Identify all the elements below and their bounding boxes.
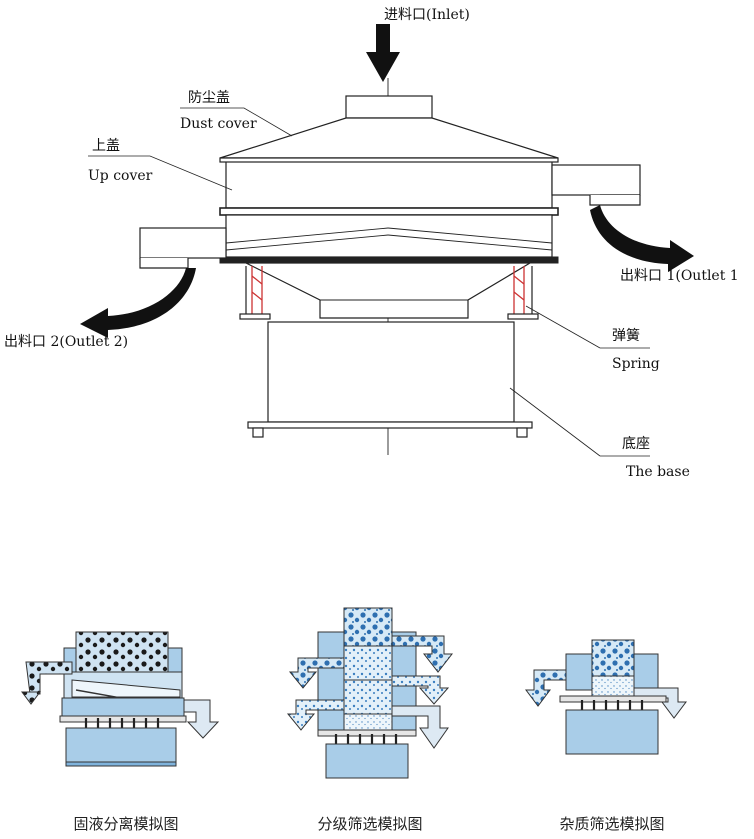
outlet1-label: 出料口 1(Outlet 1: [620, 268, 739, 284]
base-foot: [247, 421, 533, 429]
impurity-simulation: [525, 639, 687, 755]
dust-cover-label-en: Dust cover: [180, 116, 257, 132]
spring-right: [513, 266, 525, 314]
lower-flange: [219, 256, 559, 264]
caption-solid-liquid: 固液分离模拟图: [73, 815, 178, 833]
under-frame: [245, 262, 533, 319]
outlet1-arrow: [590, 205, 694, 272]
upper-flange: [219, 207, 559, 216]
machine-drawing: [139, 78, 641, 455]
dust-cover-label-cn: 防尘盖: [188, 90, 230, 106]
outlet2-arrow: [80, 268, 196, 338]
middle-frame: [225, 214, 553, 258]
up-cover: [225, 157, 553, 209]
outlet1-spout: [551, 164, 641, 196]
outlet2-label: 出料口 2(Outlet 2): [4, 334, 128, 350]
base-body: [267, 321, 515, 423]
spring-label-en: Spring: [612, 356, 660, 372]
base-label-en: The base: [626, 464, 690, 480]
solid-liquid-simulation: [21, 631, 220, 767]
caption-grading: 分级筛选模拟图: [317, 815, 422, 833]
spring-left: [251, 266, 263, 314]
outlet2-spout: [139, 227, 227, 259]
spring-label-cn: 弹簧: [612, 328, 640, 344]
inlet-label: 进料口(Inlet): [384, 7, 470, 23]
inlet-neck: [345, 95, 433, 119]
grading-simulation: [286, 607, 454, 779]
inlet-arrow: [366, 24, 400, 82]
caption-impurity: 杂质筛选模拟图: [559, 815, 664, 833]
up-cover-label-en: Up cover: [88, 168, 153, 184]
leader-lines: [88, 107, 650, 457]
base-label-cn: 底座: [622, 436, 650, 452]
up-cover-label-cn: 上盖: [92, 138, 120, 154]
